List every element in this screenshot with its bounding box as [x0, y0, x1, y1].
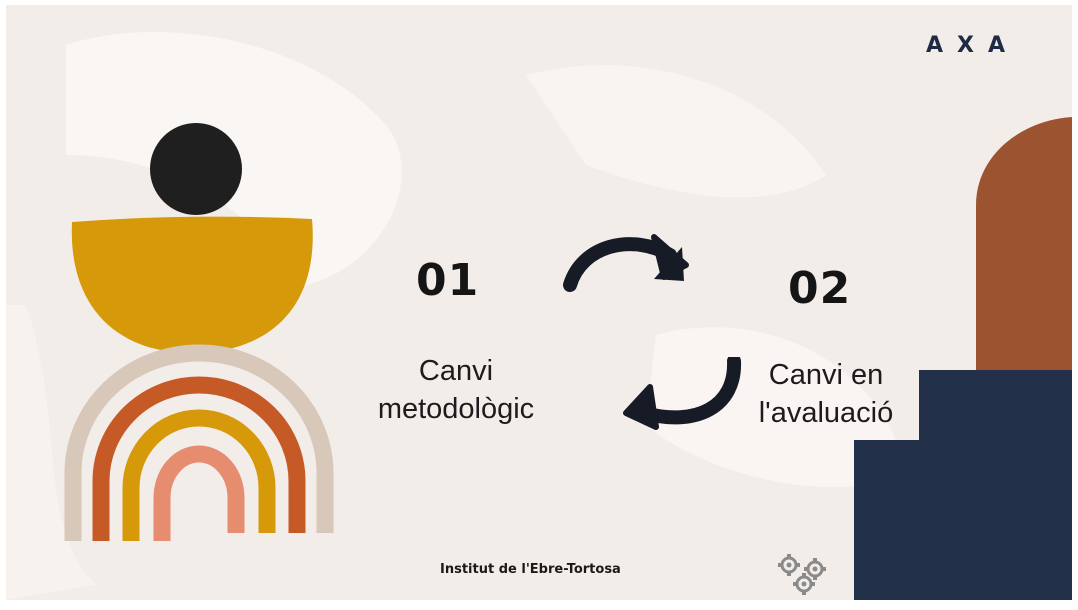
rainbow-salmon-arc	[162, 454, 236, 541]
cycle-arrow-icon	[616, 357, 756, 447]
step-caption-line: metodològic	[356, 390, 556, 428]
stairs-illustration	[842, 115, 1072, 600]
step-number-01: 01	[416, 255, 479, 306]
rainbow-mustard-arc	[131, 418, 267, 541]
brand-logo: AXA	[926, 33, 1019, 58]
mustard-half-circle	[72, 217, 313, 353]
footer-school-name: Institut de l'Ebre-Tortosa	[440, 562, 621, 577]
step-caption-line: Canvi	[356, 352, 556, 390]
black-circle	[150, 123, 242, 215]
gears-icon	[776, 551, 836, 597]
balanced-shapes-illustration	[58, 123, 358, 553]
cycle-arrow-icon	[562, 225, 702, 315]
step-caption-01: Canvi metodològic	[356, 352, 556, 428]
slide: AXA 01 Canvi metodològic 02 Canvi en l'a…	[6, 5, 1072, 600]
